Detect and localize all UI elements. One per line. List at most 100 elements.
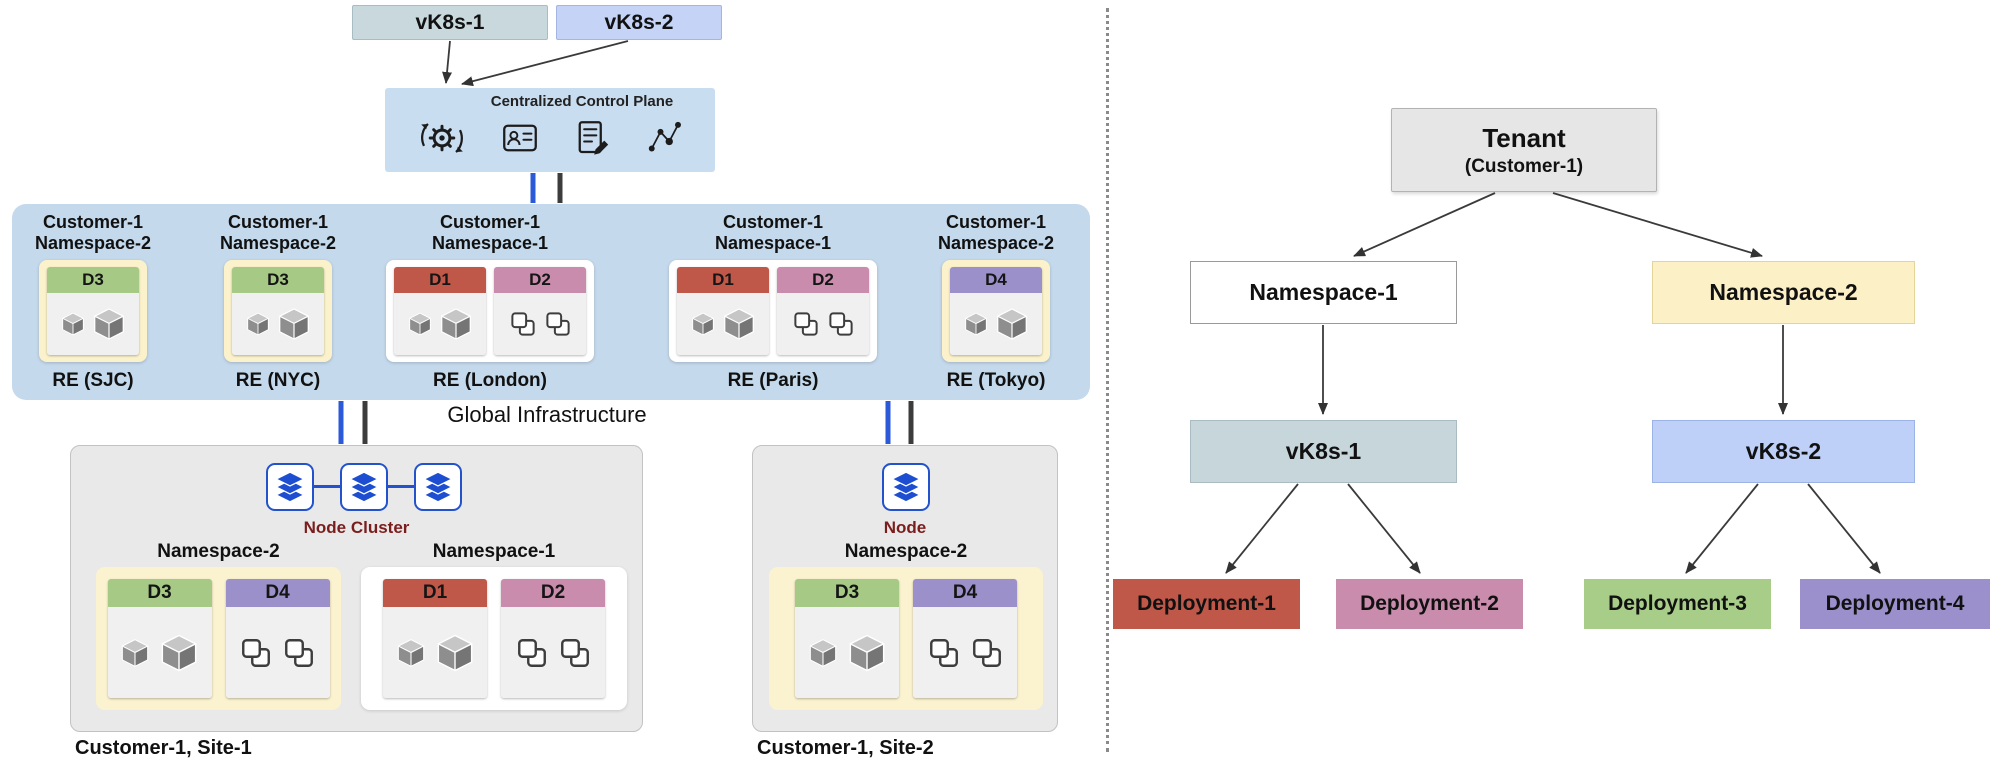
tenant-title: Tenant	[1482, 122, 1566, 153]
namespace-1-label: Namespace-1	[432, 541, 556, 562]
deployment-name: D4	[913, 579, 1017, 607]
deployment-pods	[677, 293, 769, 355]
node-label: Node	[883, 518, 927, 537]
re-namespace-label: Namespace-2	[937, 233, 1055, 253]
deployment-card-d1: D1	[383, 579, 487, 698]
deployment-name: D3	[795, 579, 899, 607]
pod-cube-icon	[807, 637, 839, 669]
pod-cube-icon	[407, 311, 433, 337]
deployment-pods	[47, 293, 139, 355]
arrow-vk8s2-to-deployment3	[1685, 483, 1759, 574]
node-box	[414, 463, 462, 511]
re-customer-label: Customer-1	[227, 212, 328, 232]
deployment-name: D4	[950, 267, 1042, 293]
global-infrastructure-label: Global Infrastructure	[447, 402, 647, 427]
re-namespace-label: Namespace-1	[431, 233, 549, 253]
deployment-pods	[383, 607, 487, 698]
deployment-name: D2	[494, 267, 586, 293]
deployment-pods	[107, 607, 212, 698]
node-stack-icon	[889, 470, 923, 504]
deployment-name: D3	[232, 267, 324, 293]
dotted-separator	[1106, 8, 1109, 752]
re-site-name: RE (NYC)	[235, 370, 321, 391]
re-namespace-card: D4	[942, 260, 1050, 362]
re-customer-label: Customer-1	[945, 212, 1046, 232]
deployment-card-d4: D4	[913, 579, 1017, 698]
deployment-name: D1	[383, 579, 487, 607]
namespace-2-box: D3 D4	[96, 567, 341, 710]
pod-cube-icon	[395, 637, 427, 669]
deployment-replicas	[913, 607, 1017, 698]
tree-deployment-4: Deployment-4	[1800, 579, 1990, 629]
identity-card-icon	[499, 117, 541, 159]
node-cluster	[266, 463, 462, 511]
namespace-2-box: D3 D4	[769, 567, 1043, 710]
node-box	[266, 463, 314, 511]
customer-site-2: Node Namespace-2 D3 D4	[752, 445, 1058, 732]
re-namespace-label: Namespace-2	[219, 233, 337, 253]
re-site-title: Customer-1 Namespace-2	[35, 212, 151, 254]
tree-deployment-3: Deployment-3	[1584, 579, 1771, 629]
deployment-pods	[950, 293, 1042, 355]
replica-copies-icon	[514, 635, 550, 671]
pod-cube-icon	[91, 306, 127, 342]
replica-copies-icon	[543, 309, 573, 339]
pod-cube-icon	[963, 311, 989, 337]
re-site-paris: Customer-1 Namespace-1 D1 D2	[658, 212, 888, 392]
deployment-card-d2: D2	[777, 267, 869, 355]
re-customer-label: Customer-1	[722, 212, 823, 232]
tree-deployment-1: Deployment-1	[1113, 579, 1300, 629]
re-site-tokyo: Customer-1 Namespace-2 D4 RE (Tokyo)	[921, 212, 1071, 392]
control-plane-icons	[385, 111, 715, 165]
pod-cube-icon	[721, 306, 757, 342]
tree-vk8s-1: vK8s-1	[1190, 420, 1457, 483]
replica-copies-icon	[238, 635, 274, 671]
deployment-name: D1	[677, 267, 769, 293]
arrow-vk8s1-to-deployment2	[1347, 483, 1421, 574]
tenant-box: Tenant (Customer-1)	[1391, 108, 1657, 192]
deployment-replicas	[494, 293, 586, 355]
deployment-card-d2: D2	[501, 579, 605, 698]
tree-deployment-2: Deployment-2	[1336, 579, 1523, 629]
re-site-title: Customer-1 Namespace-2	[220, 212, 336, 254]
node-box	[882, 463, 930, 511]
node-stack-icon	[347, 470, 381, 504]
node-stack-icon	[421, 470, 455, 504]
site-2-label: Customer-1, Site-2	[757, 737, 934, 759]
pod-cube-icon	[434, 632, 476, 674]
re-customer-label: Customer-1	[439, 212, 540, 232]
arrow-tenant-to-namespace1	[1353, 192, 1496, 257]
deployment-card-d3: D3	[107, 579, 212, 698]
site-1-label: Customer-1, Site-1	[75, 737, 252, 759]
pod-cube-icon	[846, 632, 888, 674]
arrow-tenant-to-namespace2	[1552, 192, 1763, 258]
pod-cube-icon	[158, 632, 200, 674]
re-site-name: RE (Tokyo)	[946, 370, 1046, 391]
deployment-card-d3: D3	[47, 267, 139, 355]
audit-log-icon	[571, 117, 613, 159]
replica-copies-icon	[826, 309, 856, 339]
control-plane-title: Centralized Control Plane	[490, 93, 674, 110]
deployment-card-d4: D4	[225, 579, 330, 698]
deployment-pods	[394, 293, 486, 355]
pod-cube-icon	[994, 306, 1030, 342]
tree-vk8s-2: vK8s-2	[1652, 420, 1915, 483]
replica-copies-icon	[557, 635, 593, 671]
deployment-card-d3: D3	[232, 267, 324, 355]
arrow-vk8s2-to-deployment4	[1807, 483, 1881, 574]
tenant-subtitle: (Customer-1)	[1464, 155, 1584, 177]
re-site-london: Customer-1 Namespace-1 D1 D2	[375, 212, 605, 392]
deployment-name: D4	[225, 579, 330, 607]
pod-cube-icon	[60, 311, 86, 337]
re-namespace-card: D1 D2	[386, 260, 594, 362]
pod-cube-icon	[245, 311, 271, 337]
replica-copies-icon	[281, 635, 317, 671]
arrow-vk8s1-to-deployment1	[1225, 483, 1299, 574]
deployment-replicas	[501, 607, 605, 698]
re-namespace-card: D3	[224, 260, 332, 362]
node-cluster-label: Node Cluster	[303, 518, 410, 537]
node-stack-icon	[273, 470, 307, 504]
re-site-title: Customer-1 Namespace-1	[432, 212, 548, 254]
re-site-title: Customer-1 Namespace-2	[938, 212, 1054, 254]
